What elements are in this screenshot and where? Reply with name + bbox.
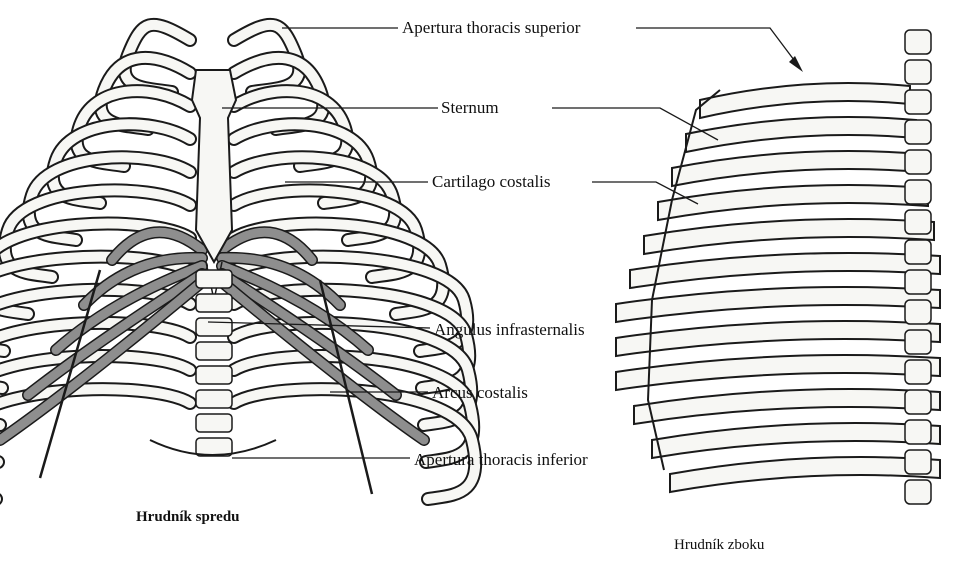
label-sternum: Sternum: [441, 99, 499, 116]
caption-side-view: Hrudník zboku: [674, 538, 764, 553]
leader-apertura-superior-side: [636, 28, 800, 68]
side-vertebra-12: [905, 360, 931, 384]
label-arcus-costalis: Arcus costalis: [432, 384, 528, 401]
vertebra-front-2: [196, 294, 232, 312]
label-apertura-thoracis-superior: Apertura thoracis superior: [402, 19, 580, 36]
vertebra-front-1: [196, 270, 232, 288]
side-vertebra-9: [905, 270, 931, 294]
side-vertebra-3: [905, 90, 931, 114]
side-rib-3: [672, 151, 922, 186]
side-vertebra-5: [905, 150, 931, 174]
side-rib-8: [616, 321, 940, 356]
side-rib-9: [616, 355, 940, 390]
side-rib-11: [652, 423, 940, 458]
sternum-bone: [192, 70, 236, 262]
side-vertebra-8: [905, 240, 931, 264]
arrow-apertura-superior: [789, 56, 803, 72]
label-angulus-infrasternalis: Angulus infrasternalis: [434, 321, 585, 338]
side-vertebra-2: [905, 60, 931, 84]
side-rib-6: [630, 253, 940, 288]
label-cartilago-costalis: Cartilago costalis: [432, 173, 551, 190]
side-rib-10: [634, 389, 940, 424]
caption-front-view: Hrudník spredu: [136, 510, 240, 525]
side-thorax-view: [616, 30, 940, 504]
front-thorax-view: [0, 25, 475, 499]
side-vertebra-11: [905, 330, 931, 354]
side-rib-2: [686, 117, 916, 152]
side-rib-1: [700, 83, 910, 118]
side-vertebra-1: [905, 30, 931, 54]
vertebra-front-6: [196, 390, 232, 408]
vertebra-front-4: [196, 342, 232, 360]
vertebra-front-7: [196, 414, 232, 432]
vertebra-front-3: [196, 318, 232, 336]
vertebra-front-5: [196, 366, 232, 384]
side-vertebra-6: [905, 180, 931, 204]
front-rib-r-12: [234, 389, 475, 499]
side-vertebra-16: [905, 480, 931, 504]
side-rib-5: [644, 219, 934, 254]
side-rib-7: [616, 287, 940, 322]
side-rib-12: [670, 457, 940, 492]
side-vertebra-10: [905, 300, 931, 324]
side-vertebra-14: [905, 420, 931, 444]
side-vertebra-7: [905, 210, 931, 234]
label-apertura-thoracis-inferior: Apertura thoracis inferior: [414, 451, 588, 468]
side-vertebra-13: [905, 390, 931, 414]
side-vertebra-4: [905, 120, 931, 144]
side-rib-4: [658, 185, 928, 220]
side-vertebra-15: [905, 450, 931, 474]
